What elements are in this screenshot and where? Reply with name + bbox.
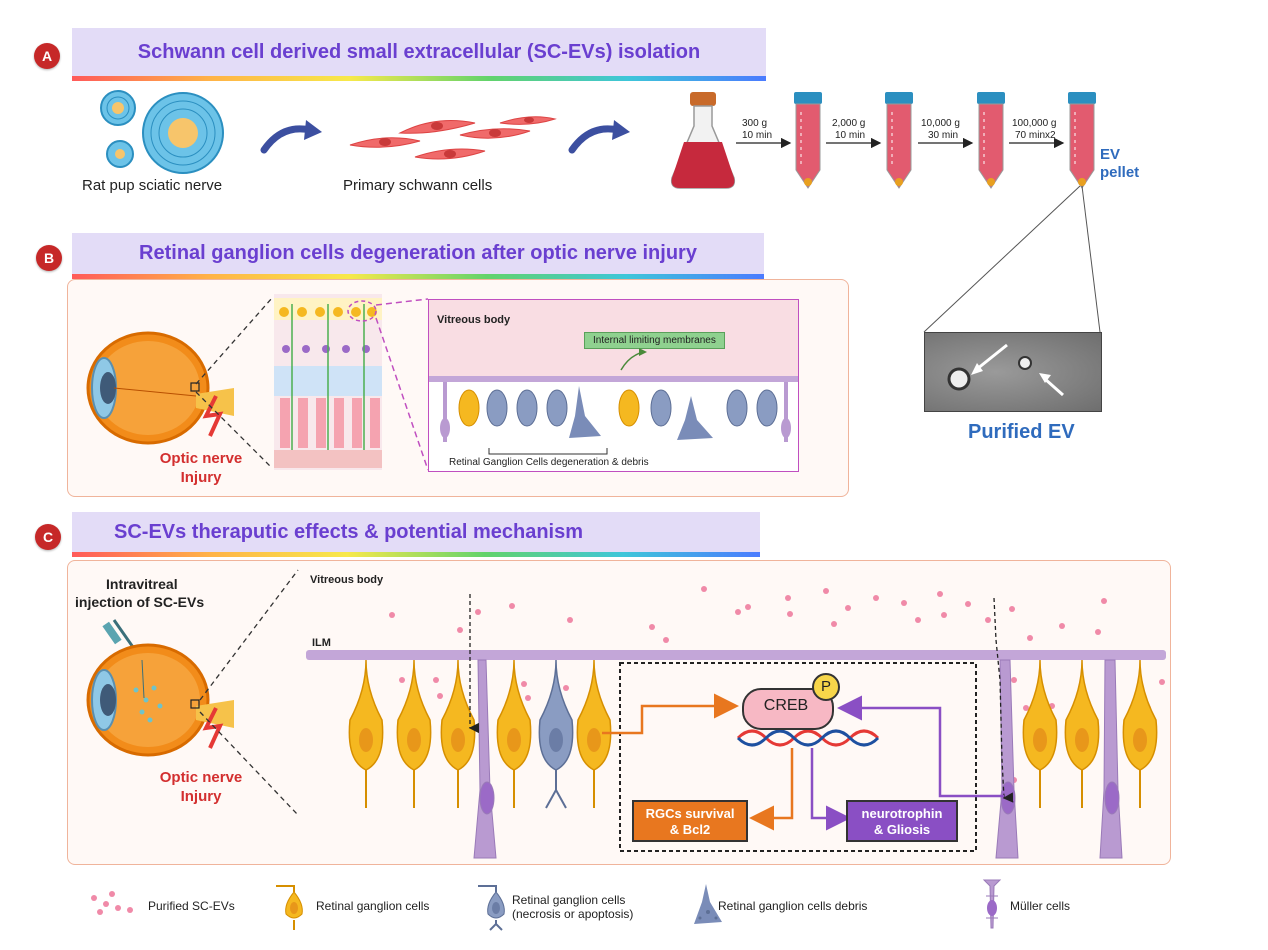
legend-muller-label: Müller cells: [1010, 899, 1071, 913]
schwann-cells-label: Primary schwann cells: [343, 177, 493, 194]
retina-cells-b: [429, 376, 798, 455]
legend-necrosis-line1: Retinal ganglion cells: [512, 893, 626, 907]
legend-ev-label: Purified SC-EVs: [148, 899, 235, 913]
ilm-arrow: [620, 348, 647, 371]
step-4-time: 70 minx2: [1015, 130, 1056, 141]
vitreous-label-b: Vitreous body: [437, 314, 511, 326]
step-1-speed: 300 g: [742, 118, 768, 129]
purified-ev-label: Purified EV: [968, 421, 1075, 443]
curved-arrow-icon: [568, 120, 630, 154]
injection-label-line2: injection of SC-EVs: [75, 594, 205, 610]
ilm-label-c: ILM: [312, 637, 331, 649]
vesicle-arrows: [947, 343, 1064, 397]
centrifuge-tube-icon: [1068, 92, 1096, 189]
section-a-title: Schwann cell derived small extracellular…: [72, 28, 766, 76]
injection-label-line1: Intravitreal: [106, 576, 178, 592]
centrifuge-tube-icon: [885, 92, 913, 189]
section-b-rainbow-bar: [72, 274, 764, 279]
step-2-time: 10 min: [835, 130, 866, 141]
ev-dots-icon: [91, 891, 133, 915]
neuro-box: [846, 800, 958, 842]
legend-debris-label: Retinal ganglion cells debris: [718, 899, 868, 913]
injury-label-b-line2: Injury: [180, 469, 222, 486]
retina-layers-illustration: [274, 294, 382, 470]
section-c-rainbow-bar: [72, 552, 760, 557]
legend-rgc-label: Retinal ganglion cells: [316, 899, 430, 913]
centrifuge-tube-icon: [794, 92, 822, 189]
section-b-title: Retinal ganglion cells degeneration afte…: [72, 233, 764, 274]
neuro-line2: & Gliosis: [873, 822, 931, 837]
culture-flask-icon: [670, 92, 736, 189]
step-3-time: 30 min: [928, 130, 959, 141]
legend-necrosis-line2: (necrosis or apoptosis): [512, 907, 634, 921]
eye-illustration: [86, 619, 234, 757]
rgc-icon: [276, 885, 303, 930]
injury-label-c-line1: Optic nerve: [159, 769, 243, 786]
survival-line2: & Bcl2: [669, 822, 711, 837]
step-1-time: 10 min: [742, 130, 773, 141]
degeneration-label: Retinal Ganglion Cells degeneration & de…: [449, 457, 649, 468]
rgc-debris-icon: [694, 884, 722, 924]
step-4-speed: 100,000 g: [1012, 118, 1057, 129]
section-b-badge: B: [36, 245, 62, 271]
muller-cell-icon: [982, 879, 1002, 929]
sciatic-nerve-illustration: [100, 90, 224, 174]
step-3-speed: 10,000 g: [921, 118, 960, 129]
section-c-badge: C: [35, 524, 61, 550]
eye-illustration: [86, 331, 234, 445]
vitreous-detail-box: Vitreous body Internal limiting membrane…: [428, 299, 799, 472]
rgc-necrosis-icon: [478, 885, 505, 931]
survival-box: [632, 800, 748, 842]
nerve-label: Rat pup sciatic nerve: [82, 177, 223, 194]
injury-label-c-line2: Injury: [180, 788, 222, 805]
step-2-speed: 2,000 g: [832, 118, 866, 129]
section-a-badge: A: [34, 43, 60, 69]
section-a-rainbow-bar: [72, 76, 766, 81]
creb-label: CREB: [763, 697, 809, 714]
vitreous-label-c: Vitreous body: [310, 574, 384, 586]
ev-pellet-label: EV pellet: [1100, 146, 1140, 181]
curved-arrow-icon: [260, 120, 322, 154]
schwann-cells-illustration: [349, 116, 557, 160]
neuro-line1: neurotrophin: [861, 806, 943, 821]
em-image: [924, 332, 1102, 412]
section-c-title: SC-EVs theraputic effects & potential me…: [72, 512, 760, 552]
centrifuge-tube-icon: [977, 92, 1005, 189]
ilm-label-box: Internal limiting membranes: [584, 332, 725, 349]
survival-line1: RGCs survival: [645, 806, 735, 821]
injury-label-b-line1: Optic nerve: [159, 450, 243, 467]
phospho-badge: P: [812, 673, 840, 701]
